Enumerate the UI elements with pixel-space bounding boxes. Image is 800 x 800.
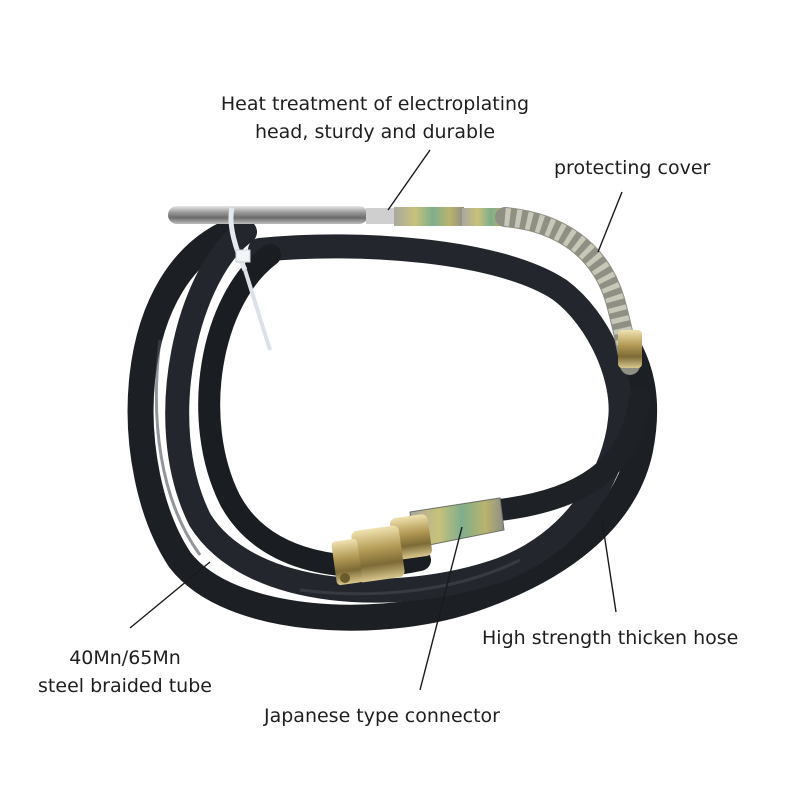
protecting-cover-spring bbox=[495, 207, 642, 375]
leader-connector bbox=[419, 526, 463, 691]
tube-annotation-line2: steel braided tube bbox=[38, 675, 212, 697]
head-annotation: Heat treatment of electroplating head, s… bbox=[190, 90, 560, 146]
head-annotation-line1: Heat treatment of electroplating bbox=[220, 93, 530, 115]
leader-cover bbox=[597, 191, 623, 253]
tube-annotation-line1: 40Mn/65Mn bbox=[69, 647, 181, 669]
connector-annotation: Japanese type connector bbox=[264, 705, 500, 727]
hose-third-loop bbox=[198, 244, 431, 578]
leader-lines bbox=[129, 149, 623, 691]
hose-annotation: High strength thicken hose bbox=[482, 627, 739, 649]
hose-to-connector bbox=[489, 389, 651, 521]
hose-outer-loop bbox=[127, 215, 658, 631]
leader-head bbox=[387, 149, 431, 211]
vibrator-head bbox=[168, 206, 514, 226]
leader-tube bbox=[129, 561, 211, 629]
hose-inner-loop bbox=[165, 220, 633, 603]
cable-tie bbox=[228, 207, 272, 351]
japanese-connector bbox=[331, 497, 505, 586]
tube-annotation: 40Mn/65Mn steel braided tube bbox=[20, 644, 230, 700]
cover-annotation: protecting cover bbox=[554, 157, 711, 179]
head-annotation-line2: head, sturdy and durable bbox=[254, 121, 496, 143]
leader-hose bbox=[601, 519, 617, 613]
